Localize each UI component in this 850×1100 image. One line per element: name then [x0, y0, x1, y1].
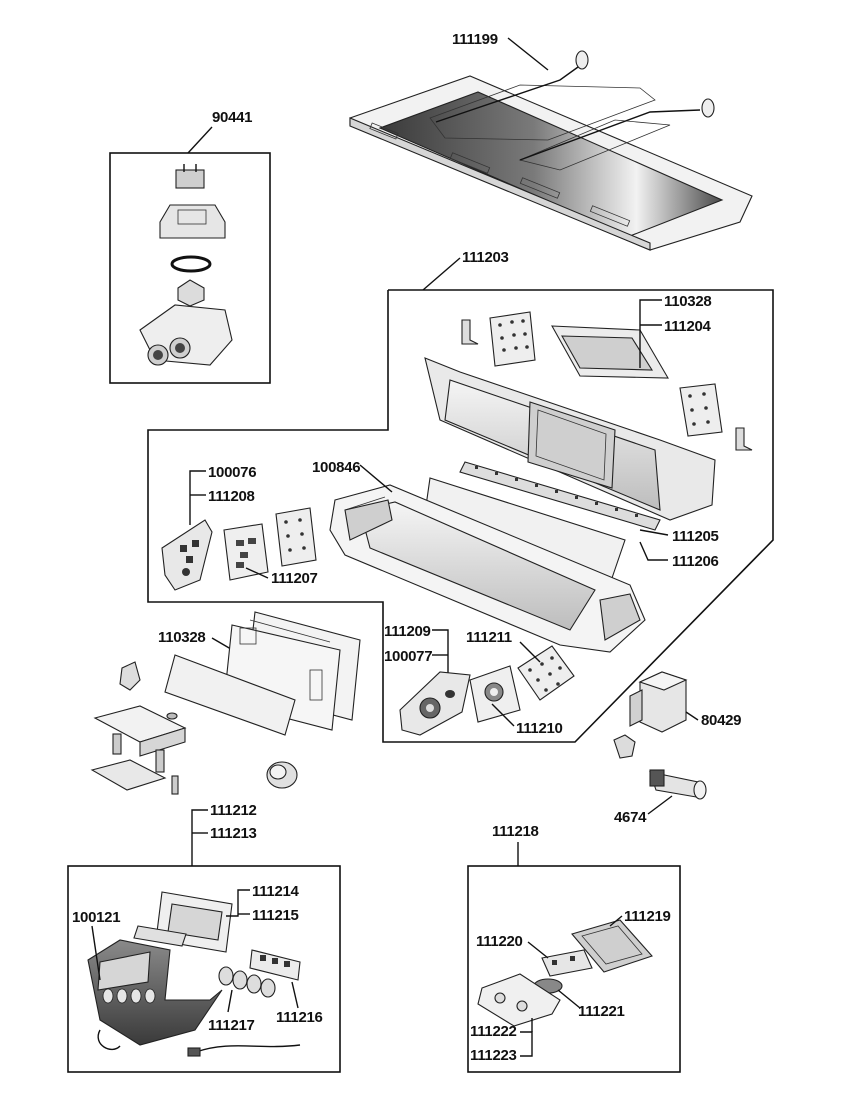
button-caps-111217 [218, 966, 276, 998]
fuse-holder-4674 [649, 769, 707, 800]
callout-111211: 111211 [466, 629, 541, 663]
clip-part [613, 734, 636, 759]
mounting-plate [90, 759, 179, 795]
callout-111216: 111216 [276, 981, 323, 1026]
callout-111210: 111210 [491, 703, 563, 737]
part-number-label: 111199 [452, 31, 498, 48]
part-number-label: 111223 [470, 1047, 517, 1064]
transformer-80429 [629, 671, 688, 733]
part-number-label: 111208 [208, 488, 255, 505]
part-number-label: 111219 [624, 908, 671, 925]
part-number-label: 4674 [614, 809, 647, 826]
part-number-label: 111209 [384, 623, 431, 640]
housing-111222 [477, 973, 561, 1027]
part-number-label: 111205 [672, 528, 719, 545]
callout-100846: 100846 [312, 459, 393, 493]
callout-box-90441 [109, 152, 271, 384]
perforated-plate-111211 [517, 645, 575, 701]
valve-assembly-90441 [139, 164, 233, 366]
callout-80429: 80429 [685, 711, 742, 729]
part-number-label: 111222 [470, 1023, 517, 1040]
button-panel-111216 [249, 949, 301, 981]
part-number-label: 111218 [492, 823, 539, 840]
bracket-right [735, 427, 753, 451]
part-number-label: 111220 [476, 933, 523, 950]
part-number-label: 90441 [212, 109, 252, 126]
callout-box-111218 [467, 865, 681, 1073]
led-strip-111205 [459, 461, 661, 531]
wire-harness [97, 1029, 301, 1057]
callout-111218: 111218 [467, 823, 681, 1073]
bracket-left [461, 319, 479, 345]
part-number-label: 111213 [210, 825, 257, 842]
part-number-label: 100846 [312, 459, 360, 476]
bracket-111220 [541, 949, 593, 977]
part-number-label: 111206 [672, 553, 719, 570]
callout-111221: 111221 [557, 989, 625, 1020]
part-number-label: 111216 [276, 1009, 323, 1026]
callout-111214-111215: 111214 111215 [226, 883, 300, 924]
lens-111219 [571, 919, 653, 973]
part-number-label: 110328 [158, 629, 205, 646]
part-number-label: 111221 [578, 1003, 625, 1020]
callout-100121: 100121 [72, 909, 121, 981]
lens-cover [133, 925, 187, 947]
lcd-display-panel [551, 325, 669, 379]
part-number-label: 100077 [384, 648, 432, 665]
part-number-label: 111204 [664, 318, 712, 335]
callout-111220: 111220 [476, 933, 549, 959]
part-number-label: 111214 [252, 883, 300, 900]
callout-111212-111213: 111212 111213 [67, 802, 341, 1073]
callout-110328-111204: 110328 111204 [639, 293, 712, 368]
part-number-label: 111217 [208, 1017, 255, 1034]
callout-111205-111206: 111205 111206 [639, 528, 719, 570]
keypad-overlay-left [161, 519, 213, 591]
callout-100076-111208: 100076 111208 [189, 464, 257, 525]
part-number-label: 111207 [271, 570, 318, 587]
part-number-label: 111212 [210, 802, 257, 819]
keypad-board-111210 [469, 665, 521, 723]
housing-100121 [87, 939, 223, 1046]
part-number-label: 111203 [462, 249, 509, 266]
callout-111219: 111219 [609, 908, 671, 927]
part-number-label: 111215 [252, 907, 299, 924]
part-number-label: 80429 [701, 712, 741, 729]
mounting-bracket [93, 705, 187, 773]
control-board-assembly [164, 611, 361, 736]
part-number-label: 110328 [664, 293, 711, 310]
callout-111222-111223: 111222 111223 [470, 1018, 533, 1064]
callout-4674: 4674 [614, 795, 673, 826]
callout-111199: 111199 [452, 31, 549, 71]
callout-111209-100077: 111209 100077 [384, 623, 449, 680]
callout-111207: 111207 [245, 567, 318, 587]
callout-110328-left: 110328 [158, 629, 237, 653]
perforated-plate-left [275, 507, 317, 567]
callout-box-111212 [67, 865, 341, 1073]
callout-111217: 111217 [208, 989, 255, 1034]
keypad-overlay-right [399, 671, 471, 736]
heater-tray-assembly [349, 50, 753, 251]
part-number-label: 111211 [466, 629, 512, 646]
keypad-board-111207 [223, 523, 269, 581]
callout-111203: 111203 [147, 249, 774, 743]
standoff-clips [119, 661, 141, 691]
round-knob [266, 761, 298, 789]
perforated-plate-right [679, 383, 723, 437]
front-bezel-100846 [329, 484, 646, 653]
callout-box-111203 [147, 289, 774, 743]
callout-90441: 90441 [109, 109, 271, 384]
part-number-label: 100121 [72, 909, 120, 926]
part-number-label: 111210 [516, 720, 563, 737]
part-number-label: 100076 [208, 464, 256, 481]
upper-housing-shell [424, 357, 716, 521]
perforated-plate-top [489, 311, 536, 367]
